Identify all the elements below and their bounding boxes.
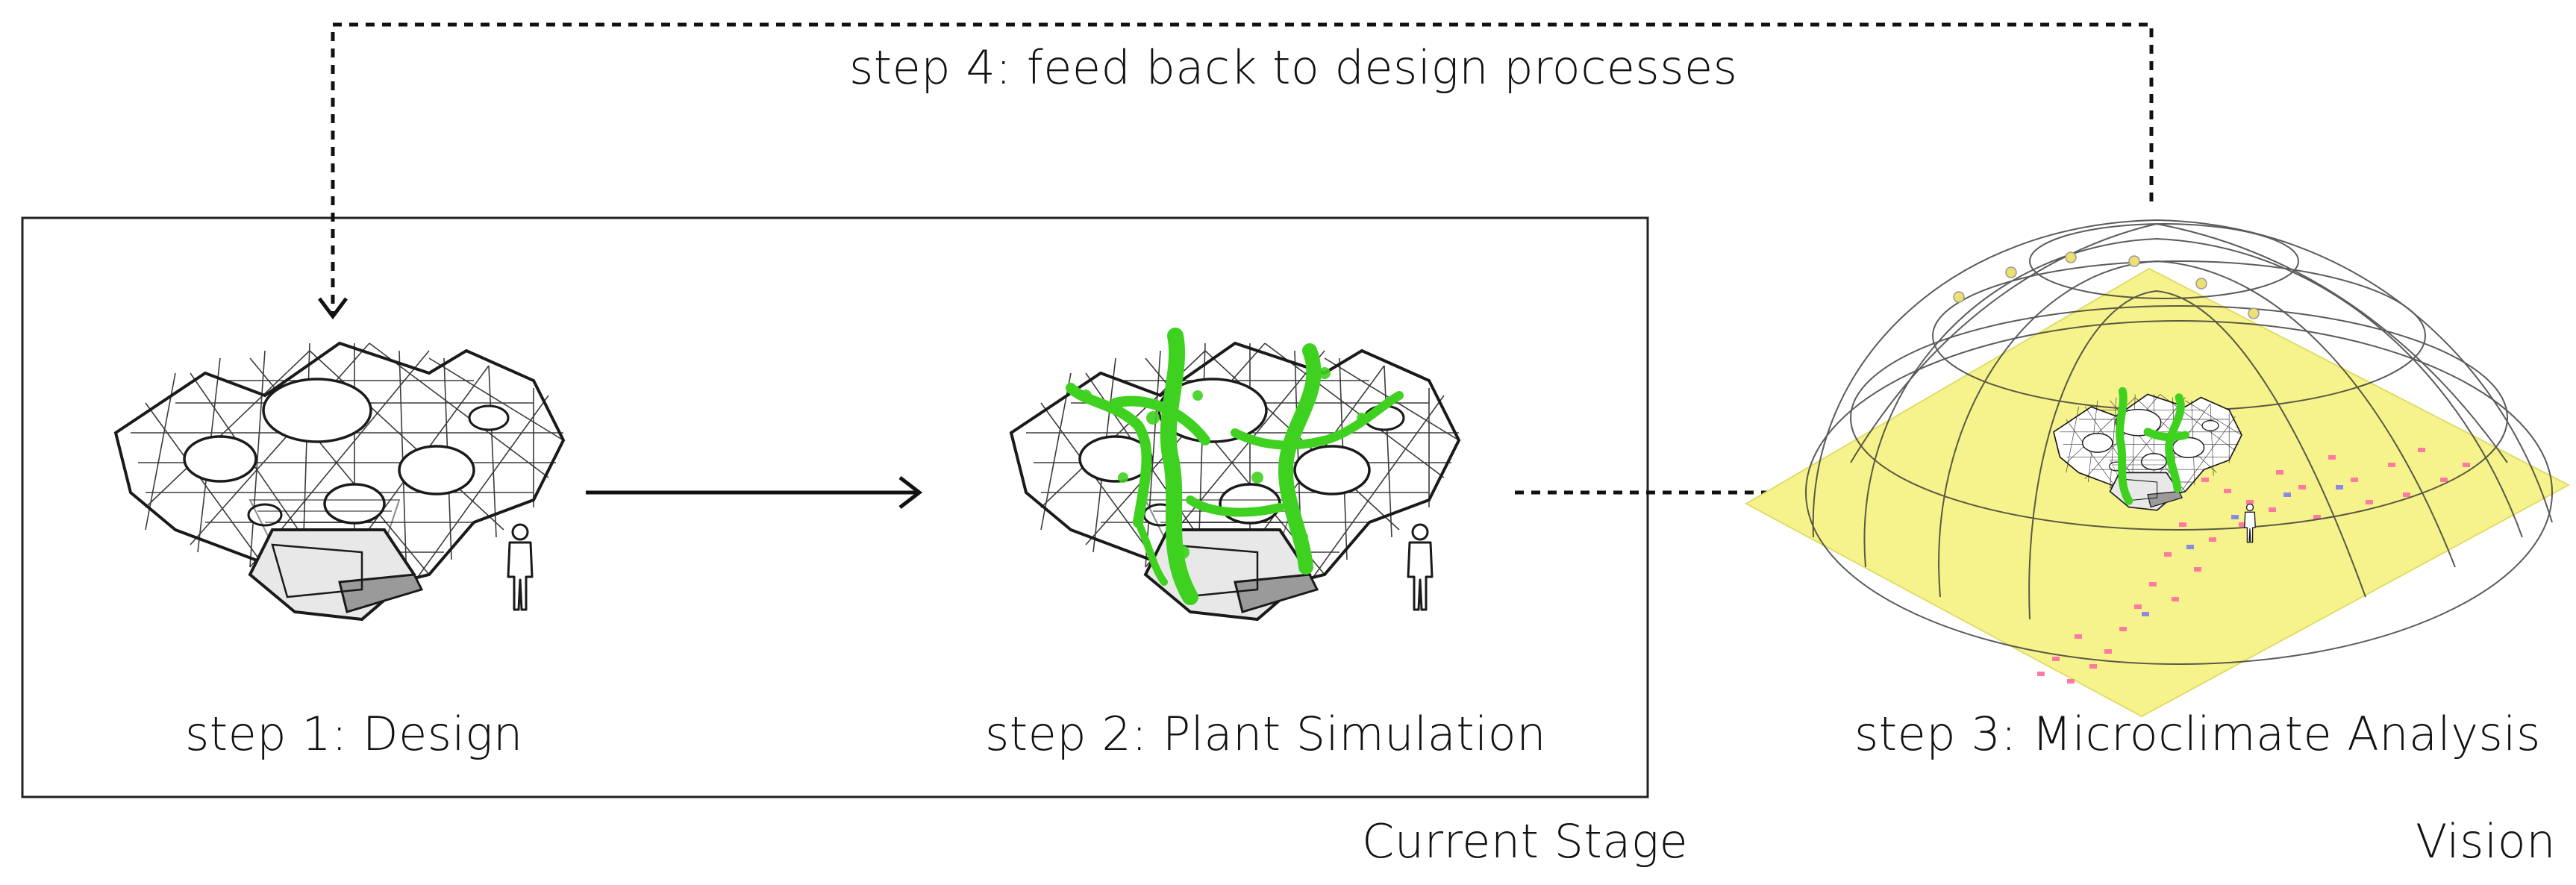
plant-simulation-model [1010, 328, 1460, 621]
person-figure-1 [507, 523, 534, 611]
current-stage-frame [21, 216, 1649, 798]
feedback-loop-arrow [318, 22, 2154, 320]
microclimate-analysis-model [1744, 219, 2571, 718]
vision-label: Vision [2416, 814, 2557, 869]
step1-label: step 1: Design [185, 707, 523, 761]
step4-label: step 4: feed back to design processes [849, 40, 1738, 95]
step3-label: step 3: Microclimate Analysis [1854, 707, 2541, 761]
current-stage-label: Current Stage [1362, 814, 1689, 869]
design-model [114, 342, 565, 621]
step2-label: step 2: Plant Simulation [985, 707, 1547, 761]
solid-arrow [586, 476, 923, 509]
person-figure-2 [1407, 523, 1434, 611]
